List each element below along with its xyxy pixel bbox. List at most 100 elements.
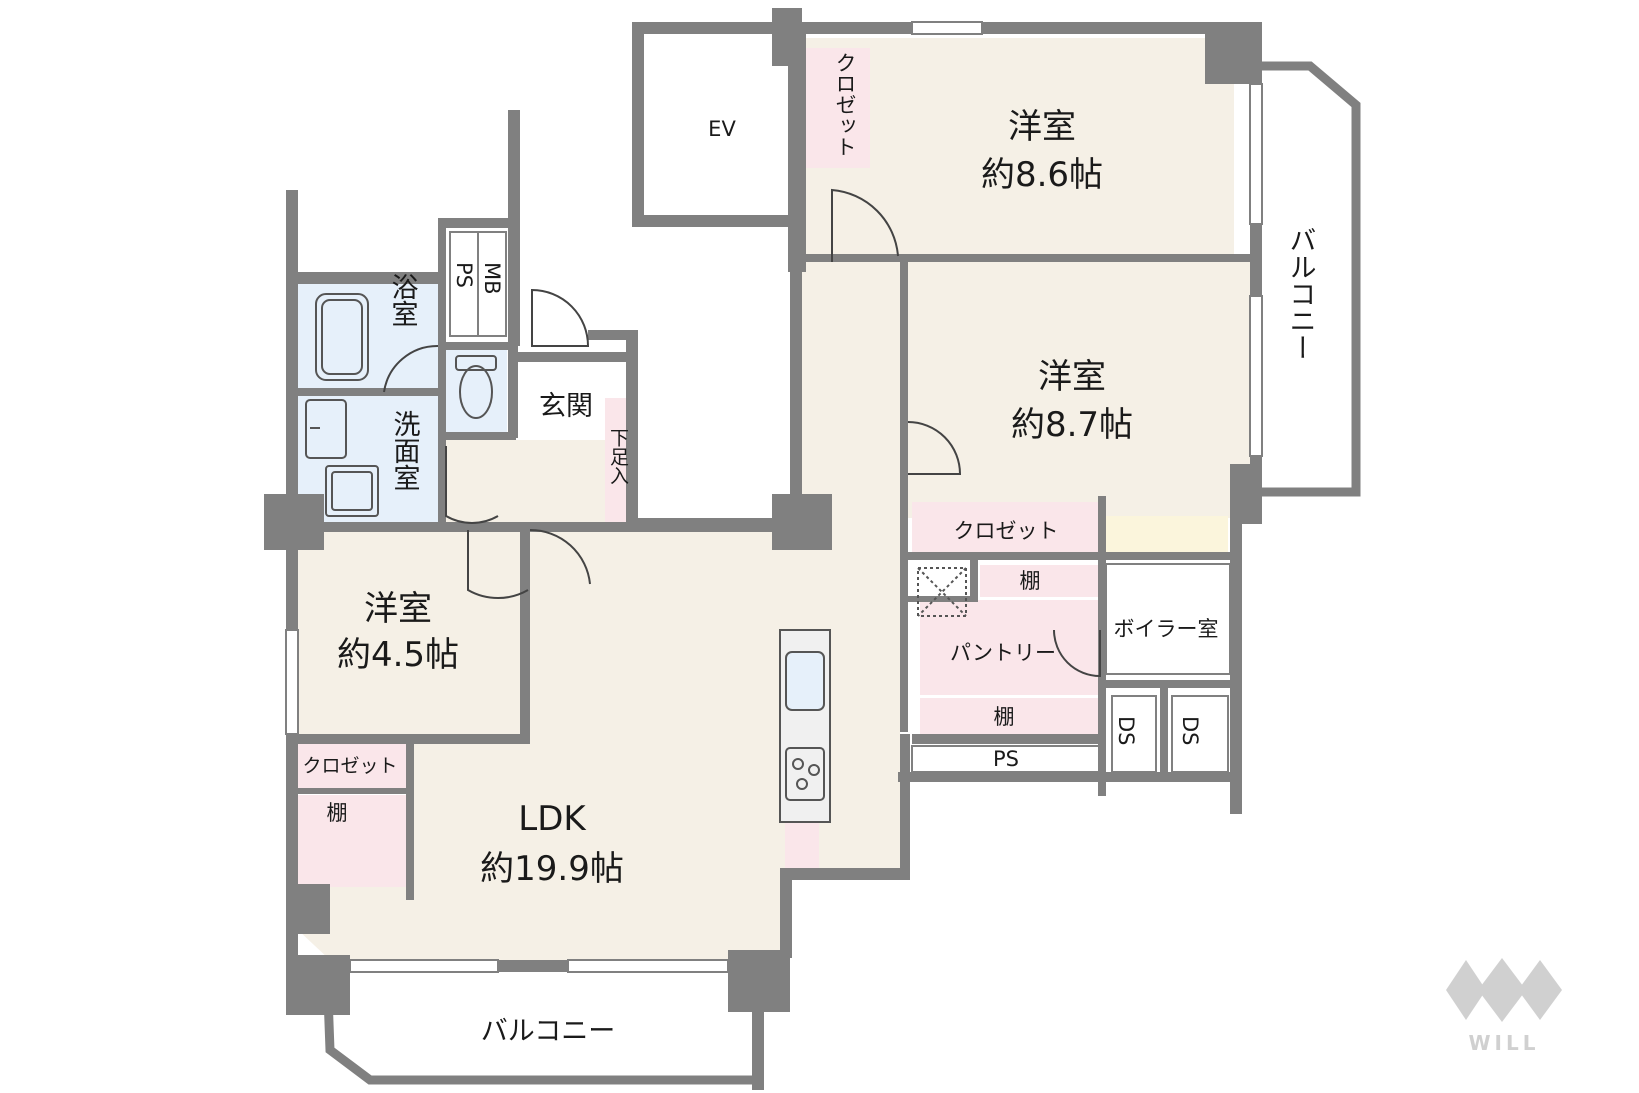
- wall: [1098, 496, 1106, 796]
- door-swing: [831, 188, 899, 262]
- ps-mb-ps-label: PS: [452, 262, 476, 288]
- fixtures: [305, 231, 1231, 823]
- wall: [286, 190, 298, 1015]
- balcony-right-label: バルコニー: [1285, 226, 1316, 361]
- wall: [298, 522, 786, 532]
- windows: [285, 21, 1263, 973]
- shelf-pantry-top-floor: [980, 565, 1100, 597]
- toilet-floor: [445, 350, 507, 435]
- wall: [438, 432, 516, 440]
- wall: [982, 22, 1262, 34]
- door-swing: [907, 421, 962, 475]
- will-logo: WILL: [1446, 958, 1562, 1055]
- closet-middle-label: クロゼット: [954, 519, 1059, 543]
- burner-icon: [796, 778, 808, 790]
- hatch-cross-icon: [917, 567, 967, 617]
- shelf-pantry-bottom-label: 棚: [994, 705, 1015, 729]
- strip-floor: [1106, 516, 1228, 552]
- shelf-pantry-top-label: 棚: [1020, 569, 1041, 593]
- wall: [1230, 464, 1242, 814]
- bath-label: 浴室: [387, 273, 418, 327]
- bedroom-small-floor: [298, 530, 520, 735]
- wall: [1106, 680, 1240, 688]
- washroom-label: 洗面室: [389, 410, 420, 491]
- wall: [298, 788, 406, 794]
- burner-icon: [808, 764, 820, 776]
- wall: [632, 215, 792, 227]
- bedroom-small-size: 約4.5帖: [337, 635, 459, 675]
- ldk-floor: [298, 262, 900, 960]
- window: [1249, 295, 1263, 457]
- wall: [1160, 686, 1168, 782]
- washing-machine-icon: [325, 465, 379, 517]
- wall: [438, 342, 518, 350]
- bathtub-icon: [315, 293, 369, 381]
- hatch-cross-icon: [917, 567, 967, 617]
- wall: [912, 734, 1102, 744]
- wall: [788, 22, 806, 272]
- wall: [908, 596, 978, 602]
- bathtub-inner-icon: [321, 299, 363, 375]
- wall: [632, 22, 788, 34]
- toilet-bowl-icon: [459, 365, 493, 419]
- wall: [298, 388, 438, 396]
- ldk-size: 約19.9帖: [480, 849, 624, 889]
- bedroom-north-size: 約8.6帖: [981, 155, 1103, 195]
- sink-icon: [785, 651, 825, 711]
- ds-box-2: [1171, 695, 1229, 773]
- bedroom-north-name: 洋室: [1008, 107, 1076, 147]
- washing-machine-inner-icon: [331, 471, 373, 511]
- floor-fills: [298, 38, 1250, 960]
- balcony-bottom-rail: [323, 995, 758, 1085]
- wall: [518, 352, 628, 362]
- window: [349, 959, 499, 973]
- window: [1249, 83, 1263, 225]
- door-swing: [1053, 629, 1101, 678]
- ds-box-1: [1111, 695, 1157, 773]
- wall: [790, 262, 802, 532]
- bedroom-north-floor: [806, 38, 1234, 256]
- ps-mb-mb-label: MB: [480, 262, 504, 295]
- wall: [900, 254, 908, 564]
- logo-text: WILL: [1469, 1031, 1540, 1055]
- ds-1-label: DS: [1114, 716, 1138, 746]
- logo-mark-icon: [1446, 960, 1486, 1020]
- walls: [264, 8, 1262, 1090]
- wall: [970, 560, 978, 600]
- shelf-small-label: 棚: [327, 801, 348, 825]
- wall: [638, 518, 778, 530]
- door-swing: [529, 528, 591, 585]
- wall: [498, 960, 568, 972]
- boiler-label: ボイラー室: [1114, 617, 1219, 641]
- bedroom-small-name: 洋室: [364, 589, 432, 629]
- wall: [588, 330, 638, 340]
- wall: [898, 772, 1240, 782]
- door-swing: [383, 344, 439, 393]
- closet-north-floor: [806, 48, 870, 168]
- closet-small-label: クロゼット: [302, 755, 397, 777]
- window: [285, 629, 299, 735]
- balcony-right-rail: [1262, 61, 1361, 497]
- bedroom-middle-name: 洋室: [1038, 357, 1106, 397]
- shoe-box-label: 下足入: [607, 428, 629, 485]
- pantry-label: パントリー: [950, 641, 1056, 665]
- room-labels: 洋室 約8.6帖 洋室 約8.7帖 洋室 約4.5帖 LDK 約19.9帖 EV…: [302, 52, 1315, 1047]
- wall: [802, 254, 1250, 262]
- closet-north-label: クロゼット: [833, 52, 857, 157]
- bedroom-middle-size: 約8.7帖: [1011, 405, 1133, 445]
- wall: [508, 110, 520, 346]
- wall: [520, 530, 530, 742]
- hatch-icon: [917, 567, 967, 617]
- door-swing: [531, 288, 590, 347]
- entrance-label: 玄関: [539, 391, 593, 422]
- wall: [438, 218, 510, 228]
- door-swing: [467, 530, 529, 600]
- hall-floor: [445, 440, 605, 530]
- wash-basin-icon: [305, 399, 347, 459]
- boiler-room-box: [1105, 563, 1231, 675]
- ldk-name: LDK: [518, 799, 587, 839]
- wall: [406, 740, 414, 900]
- doors: [383, 188, 1101, 678]
- ps-box: [911, 745, 1101, 773]
- window: [567, 959, 729, 973]
